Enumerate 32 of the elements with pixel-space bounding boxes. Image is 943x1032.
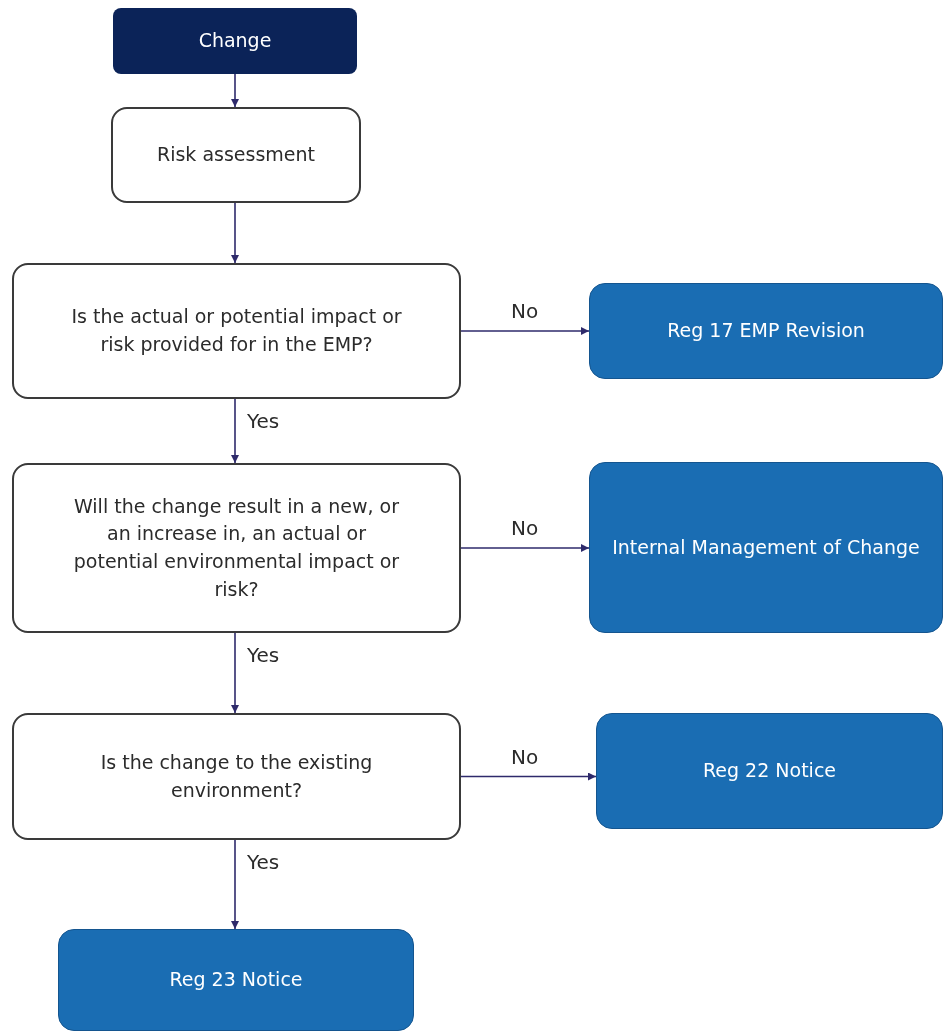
process-box <box>12 463 461 633</box>
outcome-box <box>58 929 414 1031</box>
arrow <box>460 327 590 335</box>
arrow <box>231 202 239 264</box>
edge-label: Yes <box>247 850 280 874</box>
edge-label: Yes <box>247 409 280 433</box>
edge-label: No <box>511 299 539 323</box>
process-box <box>12 713 461 840</box>
node-text: Reg 23 Notice <box>169 967 303 993</box>
node-text: Internal Management of Change <box>612 534 920 560</box>
edge-label: No <box>511 744 539 769</box>
arrow <box>231 398 239 464</box>
node-text: Reg 17 EMP Revision <box>667 318 865 344</box>
arrow <box>231 632 239 714</box>
edge-label: Yes <box>247 643 280 667</box>
node-text: Reg 22 Notice <box>702 758 837 784</box>
arrow <box>231 839 239 930</box>
process-box <box>111 107 361 203</box>
node-text: Is the actual or potential impact or risk provided for in the EMP? <box>70 304 403 357</box>
start-box <box>113 8 357 74</box>
outcome-box <box>596 713 943 829</box>
arrow <box>460 772 597 781</box>
arrow <box>231 73 239 108</box>
outcome-box <box>589 462 943 633</box>
node-text: Is the change to the existing environment? <box>99 749 374 803</box>
node-text: Risk assessment <box>156 142 315 168</box>
process-box <box>12 263 461 399</box>
edge-label: No <box>511 516 539 540</box>
node-text: Will the change result in a new, or an increase in, an actual or potential environmental impact or risk? <box>72 493 401 602</box>
node-text: Change <box>198 28 272 54</box>
arrow <box>460 544 590 552</box>
outcome-box <box>589 283 943 379</box>
